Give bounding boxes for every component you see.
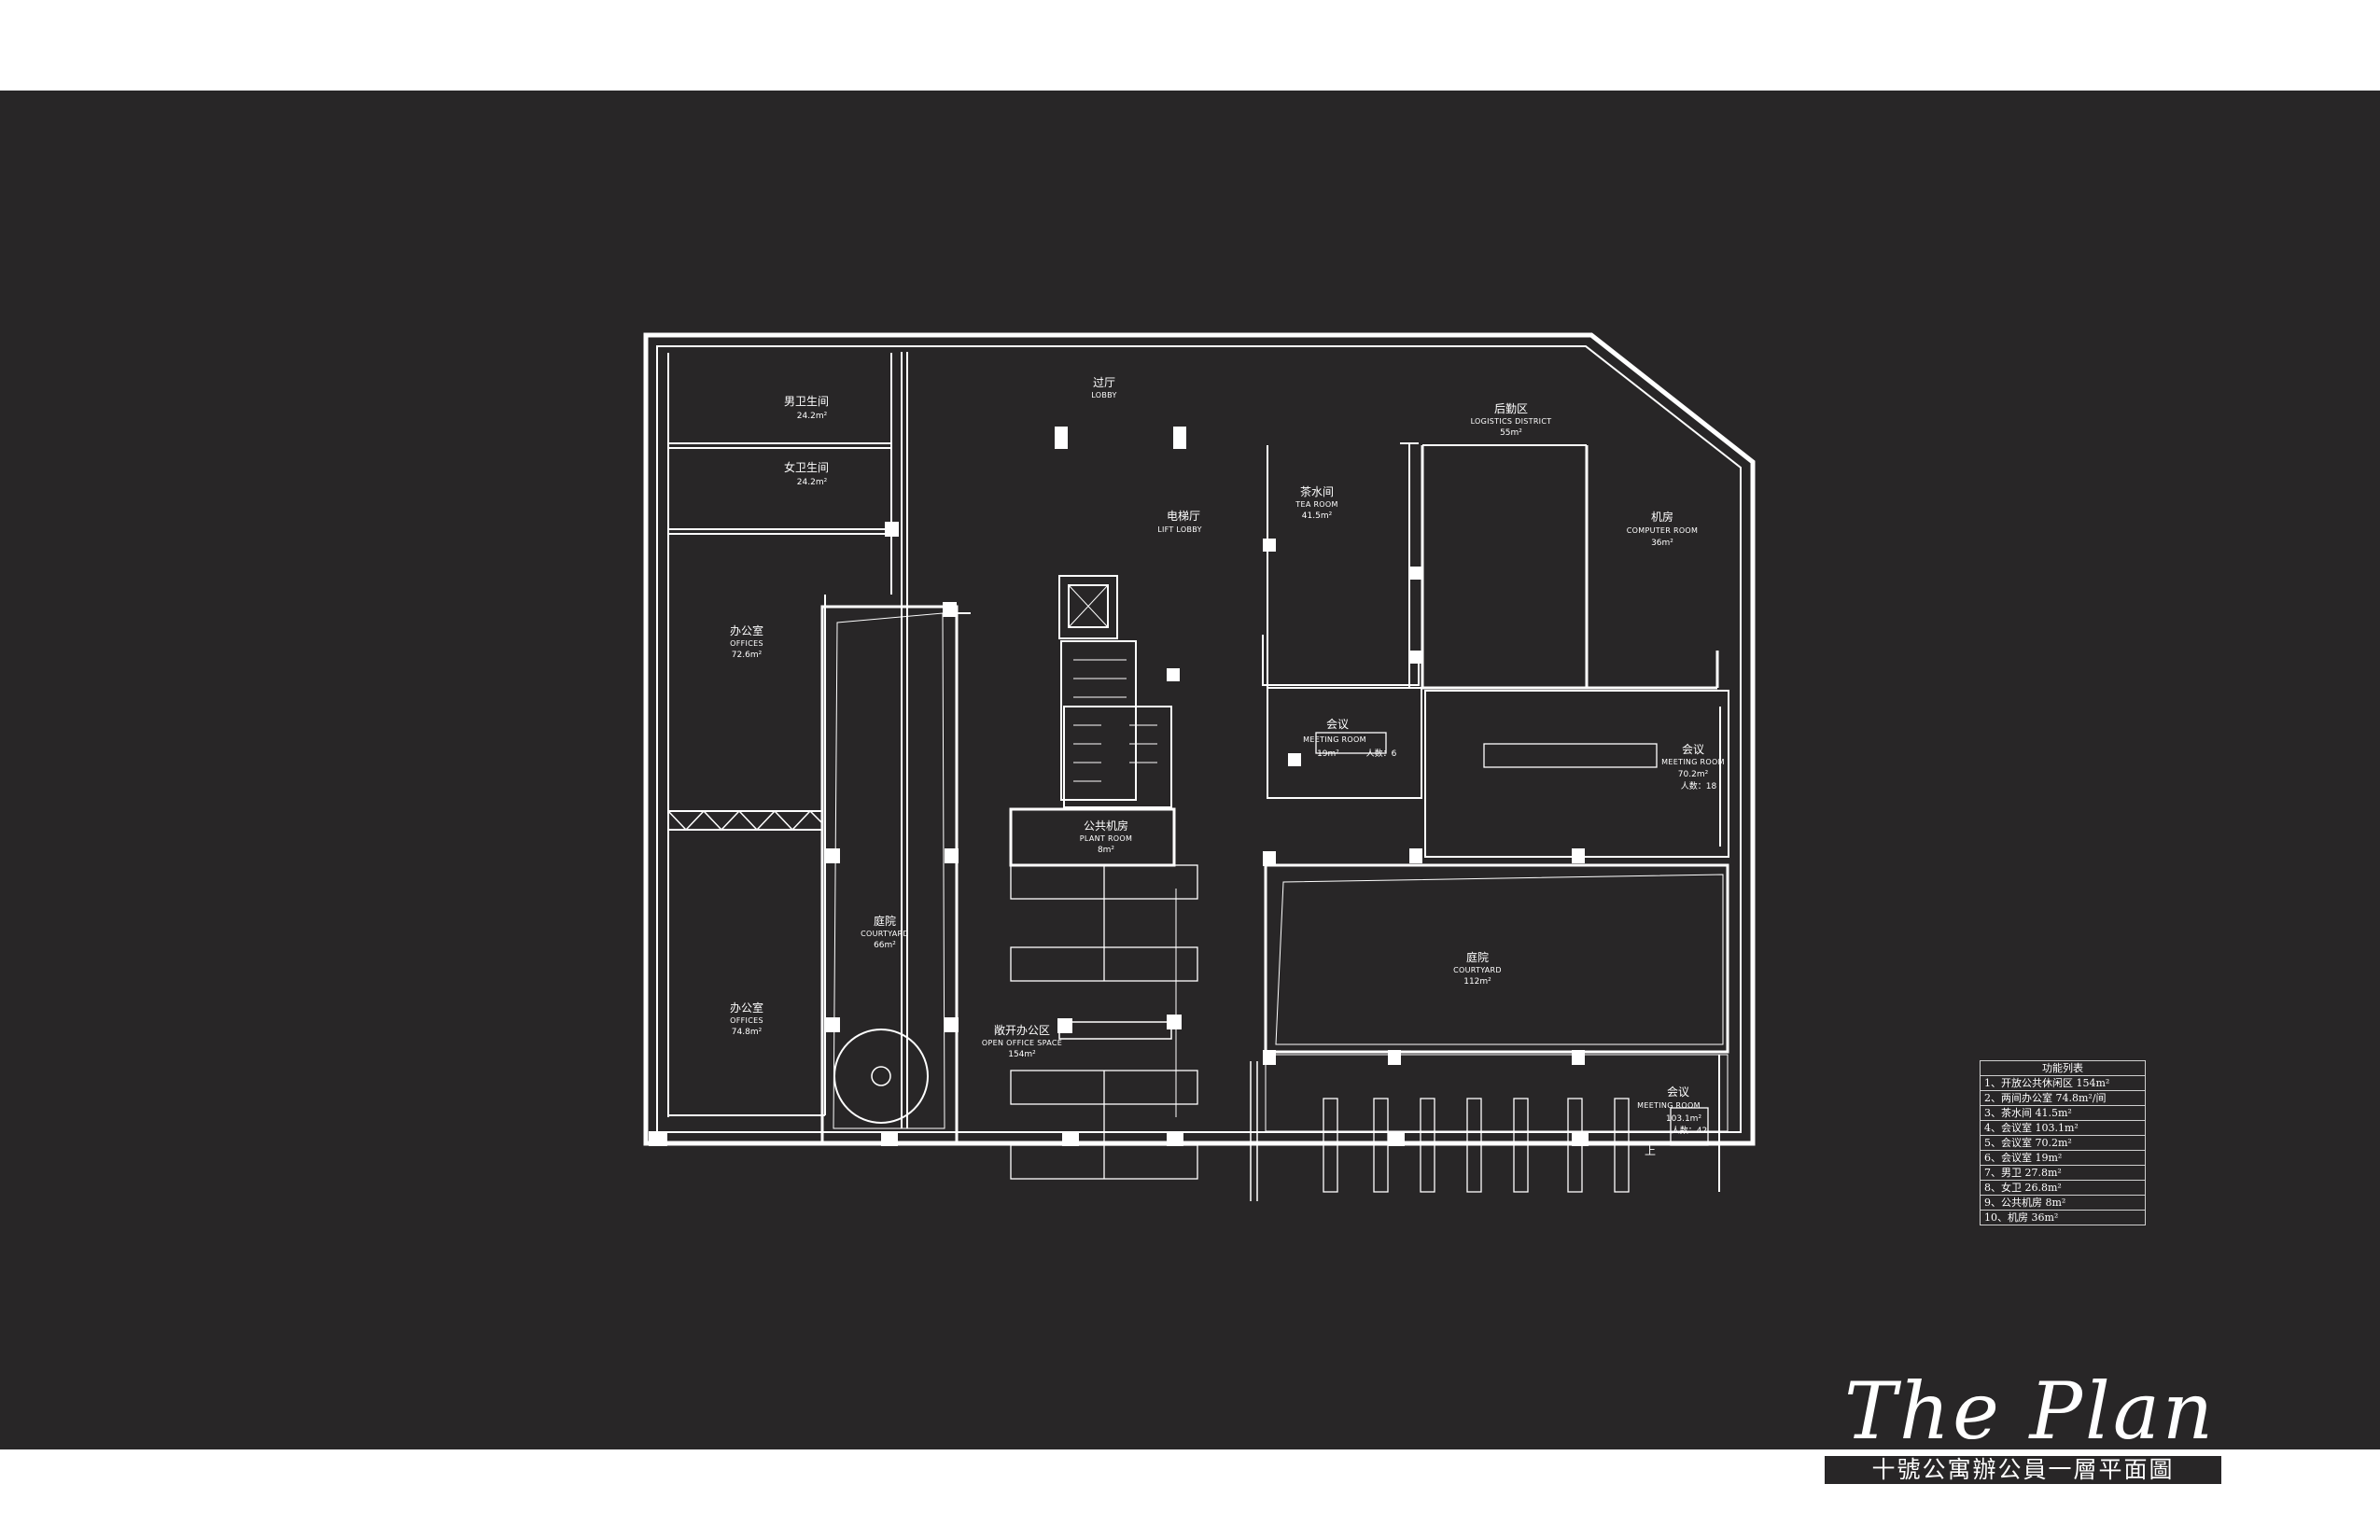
female-wc-label: 女卫生间 24.2m² — [784, 460, 829, 487]
small-meeting-wall — [1267, 687, 1422, 799]
svg-text:机房: 机房 — [1651, 510, 1673, 524]
courtyard-west-label: 庭院 COURTYARD 66m² — [861, 914, 909, 950]
presentation-board: 男卫生间 24.2m² 女卫生间 24.2m² 办公室 OFFICES 72.6… — [0, 91, 2380, 1484]
svg-text:41.5m²: 41.5m² — [1302, 511, 1333, 521]
svg-text:女卫生间: 女卫生间 — [784, 460, 829, 474]
stair-core — [1060, 640, 1137, 801]
open-office-label: 敞开办公区 OPEN OFFICE SPACE 154m² — [982, 1023, 1062, 1059]
office-2-label: 办公室 OFFICES 74.8m² — [730, 1001, 763, 1037]
svg-text:男卫生间: 男卫生间 — [784, 395, 829, 408]
svg-text:人数：42: 人数：42 — [1672, 1125, 1707, 1136]
svg-text:庭院: 庭院 — [874, 914, 896, 928]
legend-item: 2、两间办公室 74.8m²/间 — [1981, 1091, 2145, 1106]
function-legend-table: 功能列表 1、开放公共休闲区 154m² 2、两间办公室 74.8m²/间 3、… — [1980, 1060, 2146, 1225]
lift-shaft — [1058, 575, 1118, 639]
legend-item: 3、茶水间 41.5m² — [1981, 1106, 2145, 1121]
plan-title: The Plan — [1843, 1365, 2217, 1457]
structural-truss — [667, 810, 823, 831]
legend-item: 8、女卫 26.8m² — [1981, 1181, 2145, 1196]
svg-text:MEETING ROOM: MEETING ROOM — [1303, 735, 1366, 744]
legend-item: 9、公共机房 8m² — [1981, 1196, 2145, 1211]
svg-text:70.2m²: 70.2m² — [1678, 770, 1709, 779]
west-courtyard-wall — [820, 605, 959, 1144]
svg-text:COURTYARD: COURTYARD — [1453, 966, 1502, 974]
svg-text:COURTYARD: COURTYARD — [861, 930, 909, 938]
svg-text:COMPUTER ROOM: COMPUTER ROOM — [1627, 526, 1698, 535]
inner-wall — [656, 345, 1742, 1133]
svg-text:敞开办公区: 敞开办公区 — [994, 1023, 1050, 1037]
svg-text:MEETING ROOM: MEETING ROOM — [1661, 758, 1725, 766]
floor-plan: 男卫生间 24.2m² 女卫生间 24.2m² 办公室 OFFICES 72.6… — [643, 332, 1756, 1201]
svg-text:过厅: 过厅 — [1093, 376, 1115, 389]
svg-text:24.2m²: 24.2m² — [797, 478, 828, 487]
svg-text:电梯厅: 电梯厅 — [1167, 510, 1200, 523]
svg-text:24.2m²: 24.2m² — [797, 412, 828, 421]
svg-text:办公室: 办公室 — [730, 623, 763, 637]
auditorium-seating — [1323, 1098, 1709, 1193]
svg-text:办公室: 办公室 — [730, 1001, 763, 1015]
plant-room-label: 公共机房 PLANT ROOM 8m² — [1080, 819, 1132, 855]
east-courtyard-wall — [1264, 863, 1729, 1054]
svg-text:后勤区: 后勤区 — [1494, 402, 1528, 415]
medium-meeting-table — [1483, 743, 1658, 768]
tea-room-label: 茶水间 TEA ROOM 41.5m² — [1295, 484, 1337, 521]
legend-title: 功能列表 — [1981, 1061, 2145, 1076]
legend-item: 6、会议室 19m² — [1981, 1151, 2145, 1166]
svg-text:人数：18: 人数：18 — [1681, 780, 1717, 791]
plan-subtitle: 十號公寓辦公員一層平面圖 — [1825, 1456, 2221, 1484]
svg-text:55m²: 55m² — [1500, 428, 1522, 438]
svg-text:庭院: 庭院 — [1466, 950, 1489, 964]
svg-text:74.8m²: 74.8m² — [732, 1028, 763, 1037]
courtyard-east-label: 庭院 COURTYARD 112m² — [1453, 950, 1502, 987]
meeting-mid-label: 会议 MEETING ROOM 70.2m² 人数：18 — [1661, 743, 1725, 791]
svg-text:72.6m²: 72.6m² — [732, 651, 763, 660]
svg-text:154m²: 154m² — [1008, 1050, 1036, 1059]
svg-text:会议: 会议 — [1667, 1085, 1689, 1099]
meeting-small-label: 会议 MEETING ROOM 19m² 人数：6 — [1303, 718, 1396, 759]
svg-text:OFFICES: OFFICES — [730, 1016, 763, 1025]
svg-text:茶水间: 茶水间 — [1300, 484, 1334, 498]
svg-text:公共机房: 公共机房 — [1084, 819, 1128, 833]
svg-text:MEETING ROOM: MEETING ROOM — [1637, 1101, 1701, 1110]
legend-item: 1、开放公共休闲区 154m² — [1981, 1076, 2145, 1091]
svg-text:103.1m²: 103.1m² — [1666, 1114, 1702, 1124]
legend-item: 7、男卫 27.8m² — [1981, 1166, 2145, 1181]
svg-text:TEA ROOM: TEA ROOM — [1295, 500, 1337, 509]
office-1-label: 办公室 OFFICES 72.6m² — [730, 623, 763, 660]
stair-up-mark: 上 — [1645, 1144, 1656, 1157]
svg-text:112m²: 112m² — [1463, 977, 1491, 987]
svg-text:OFFICES: OFFICES — [730, 639, 763, 648]
small-meeting-table — [1315, 732, 1387, 754]
svg-text:PLANT ROOM: PLANT ROOM — [1080, 834, 1132, 843]
svg-text:会议: 会议 — [1682, 743, 1704, 756]
svg-text:19m²: 19m² — [1317, 749, 1339, 759]
lobby-label: 过厅 LOBBY — [1091, 376, 1116, 399]
lift-lobby-label: 电梯厅 LIFT LOBBY — [1157, 510, 1202, 534]
large-meeting-wall — [1265, 1054, 1729, 1132]
meeting-large-label: 会议 MEETING ROOM 103.1m² 人数：42 — [1637, 1085, 1707, 1136]
outer-wall — [643, 332, 1756, 1146]
svg-text:LOBBY: LOBBY — [1091, 391, 1116, 399]
open-office-desks — [1010, 864, 1198, 1180]
spiral-stair — [833, 1029, 929, 1124]
svg-text:36m²: 36m² — [1651, 539, 1673, 548]
svg-text:OPEN OFFICE SPACE: OPEN OFFICE SPACE — [982, 1039, 1062, 1047]
svg-text:人数：6: 人数：6 — [1366, 748, 1397, 759]
svg-text:66m²: 66m² — [874, 941, 896, 950]
computer-room-label: 机房 COMPUTER ROOM 36m² — [1627, 510, 1698, 548]
legend-item: 10、机房 36m² — [1984, 1211, 2059, 1224]
svg-text:会议: 会议 — [1326, 718, 1349, 731]
svg-text:8m²: 8m² — [1098, 846, 1114, 855]
logistics-label: 后勤区 LOGISTICS DISTRICT 55m² — [1471, 402, 1552, 438]
legend-item: 4、会议室 103.1m² — [1981, 1121, 2145, 1136]
legend-item: 5、会议室 70.2m² — [1981, 1136, 2145, 1151]
male-wc-label: 男卫生间 24.2m² — [784, 395, 829, 421]
svg-text:LIFT LOBBY: LIFT LOBBY — [1157, 525, 1202, 534]
svg-text:LOGISTICS DISTRICT: LOGISTICS DISTRICT — [1471, 417, 1552, 426]
